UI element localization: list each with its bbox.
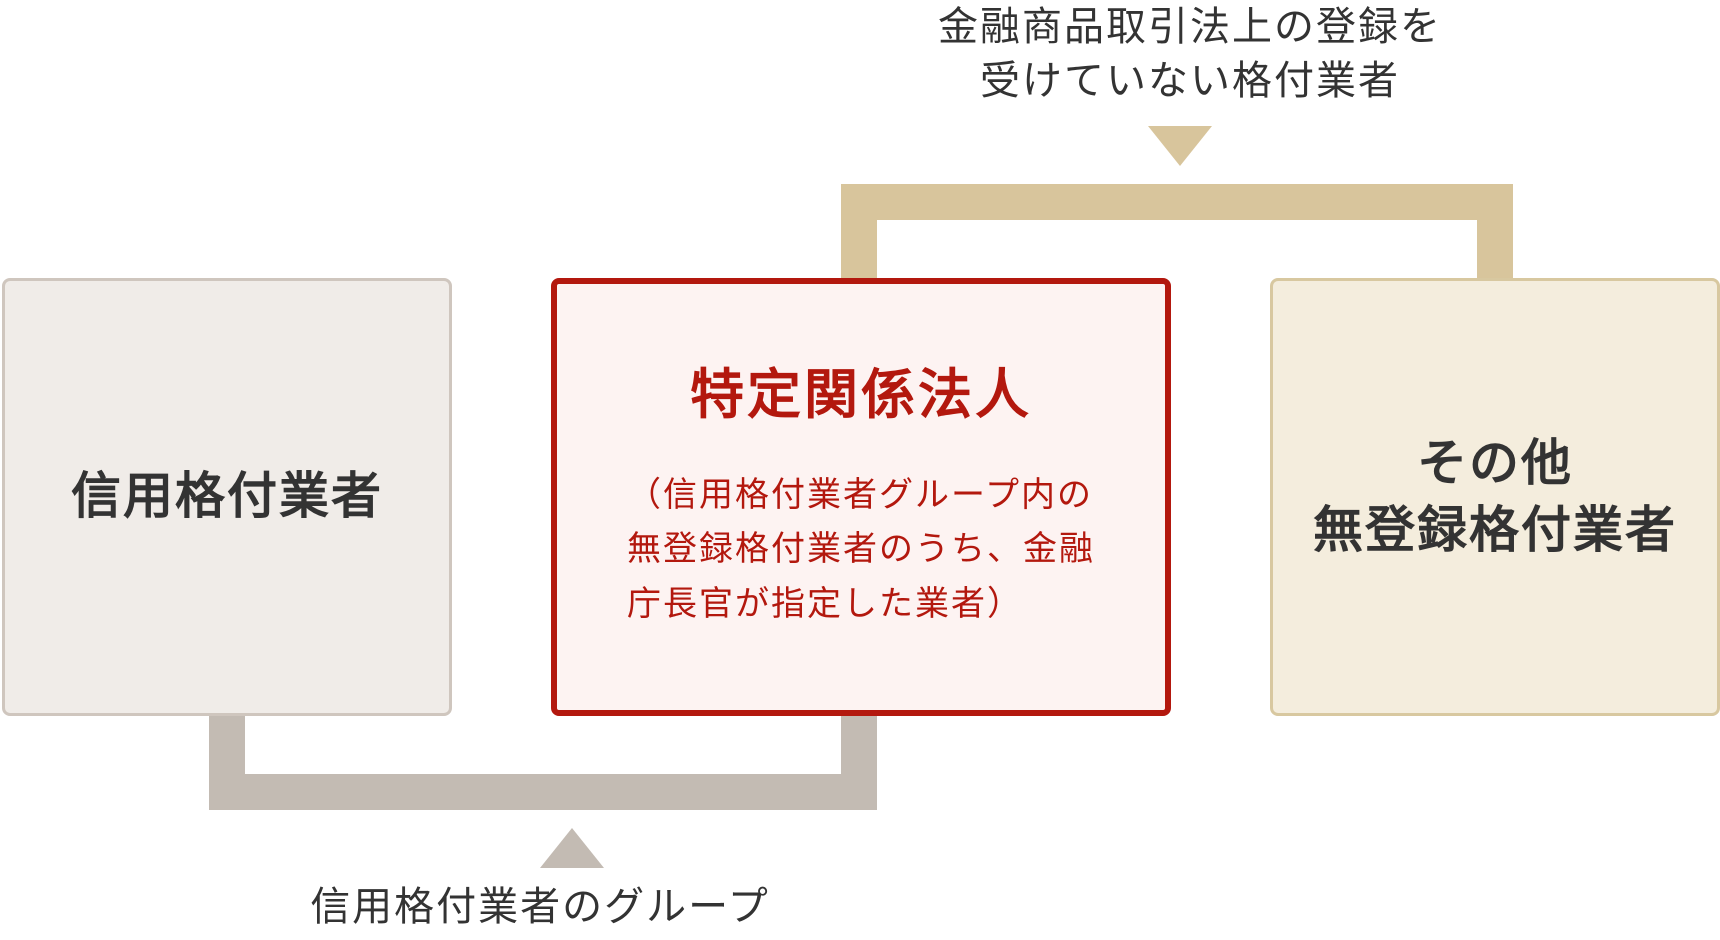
- box-other-unregistered-agencies: その他 無登録格付業者: [1270, 278, 1720, 716]
- bottom-bracket: [209, 716, 877, 810]
- box-center-title: 特定関係法人: [690, 363, 1032, 427]
- box-right-title: その他 無登録格付業者: [1313, 433, 1677, 560]
- triangle-up-icon: [540, 828, 604, 868]
- top-label: 金融商品取引法上の登録を 受けていない格付業者: [938, 4, 1442, 104]
- box-credit-rating-agency: 信用格付業者: [2, 278, 452, 716]
- box-specified-related-corporation: 特定関係法人 （信用格付業者グループ内の 無登録格付業者のうち、金融 庁長官が指…: [551, 278, 1171, 716]
- box-left-title: 信用格付業者: [71, 467, 383, 526]
- bottom-label: 信用格付業者のグループ: [310, 884, 770, 930]
- box-center-description: （信用格付業者グループ内の 無登録格付業者のうち、金融 庁長官が指定した業者）: [627, 474, 1095, 624]
- top-bracket: [841, 184, 1513, 278]
- triangle-down-icon: [1148, 126, 1212, 166]
